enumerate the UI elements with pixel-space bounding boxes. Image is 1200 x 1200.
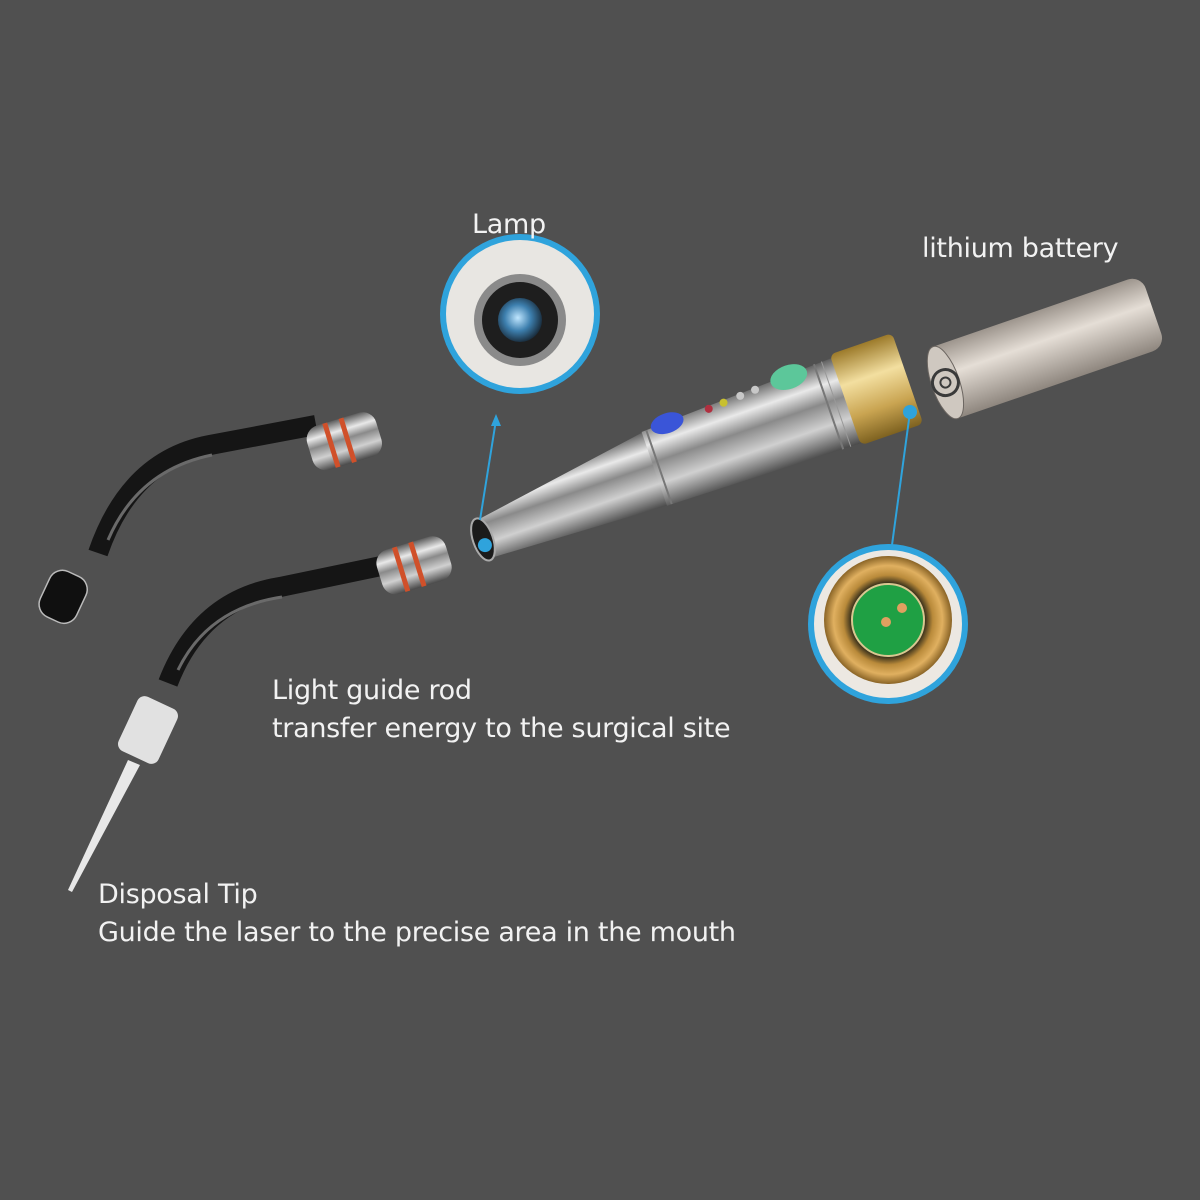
battery-contact-callout	[808, 405, 968, 704]
light-guide-rod-title: Light guide rod	[272, 675, 472, 706]
disposal-tip-description: Guide the laser to the precise area in t…	[98, 917, 736, 948]
light-guide-rod-upper-illustration	[38, 412, 383, 625]
handpiece-illustration	[470, 334, 922, 562]
light-guide-rod-lower-illustration	[158, 536, 452, 687]
lamp-callout	[440, 234, 600, 521]
light-guide-rod-description: transfer energy to the surgical site	[272, 713, 731, 744]
disposal-tip-title: Disposal Tip	[98, 879, 258, 910]
rod-cap-illustration	[38, 569, 88, 625]
lamp-label: Lamp	[472, 209, 546, 240]
lithium-battery-illustration	[926, 278, 1163, 420]
lithium-battery-label: lithium battery	[922, 233, 1119, 264]
disposal-tip-illustration	[68, 696, 178, 892]
